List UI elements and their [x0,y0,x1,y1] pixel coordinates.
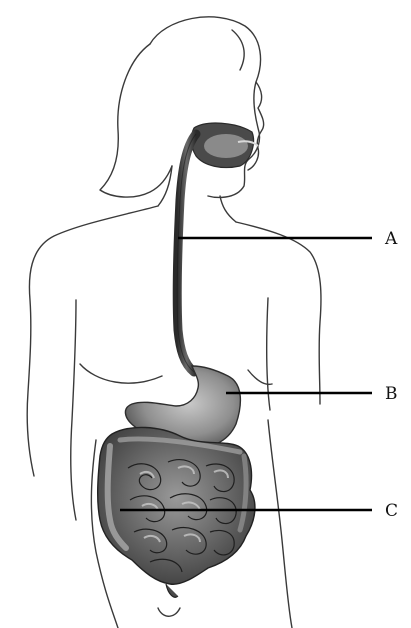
neck-right [220,196,236,222]
chest-right [248,370,272,384]
face-profile [248,82,264,170]
label-c: C [385,501,398,521]
hair-outline [150,17,261,198]
hair-back-outline [100,44,172,197]
arm-left-inner [71,300,76,520]
label-a: A [384,229,398,249]
esophagus [177,134,196,372]
shoulder-right [236,222,321,404]
chest-left [80,364,162,383]
label-b: B [385,384,398,404]
hair-strand [232,30,244,70]
intestines [98,427,255,597]
waist-right [268,420,292,628]
navel [158,608,180,616]
